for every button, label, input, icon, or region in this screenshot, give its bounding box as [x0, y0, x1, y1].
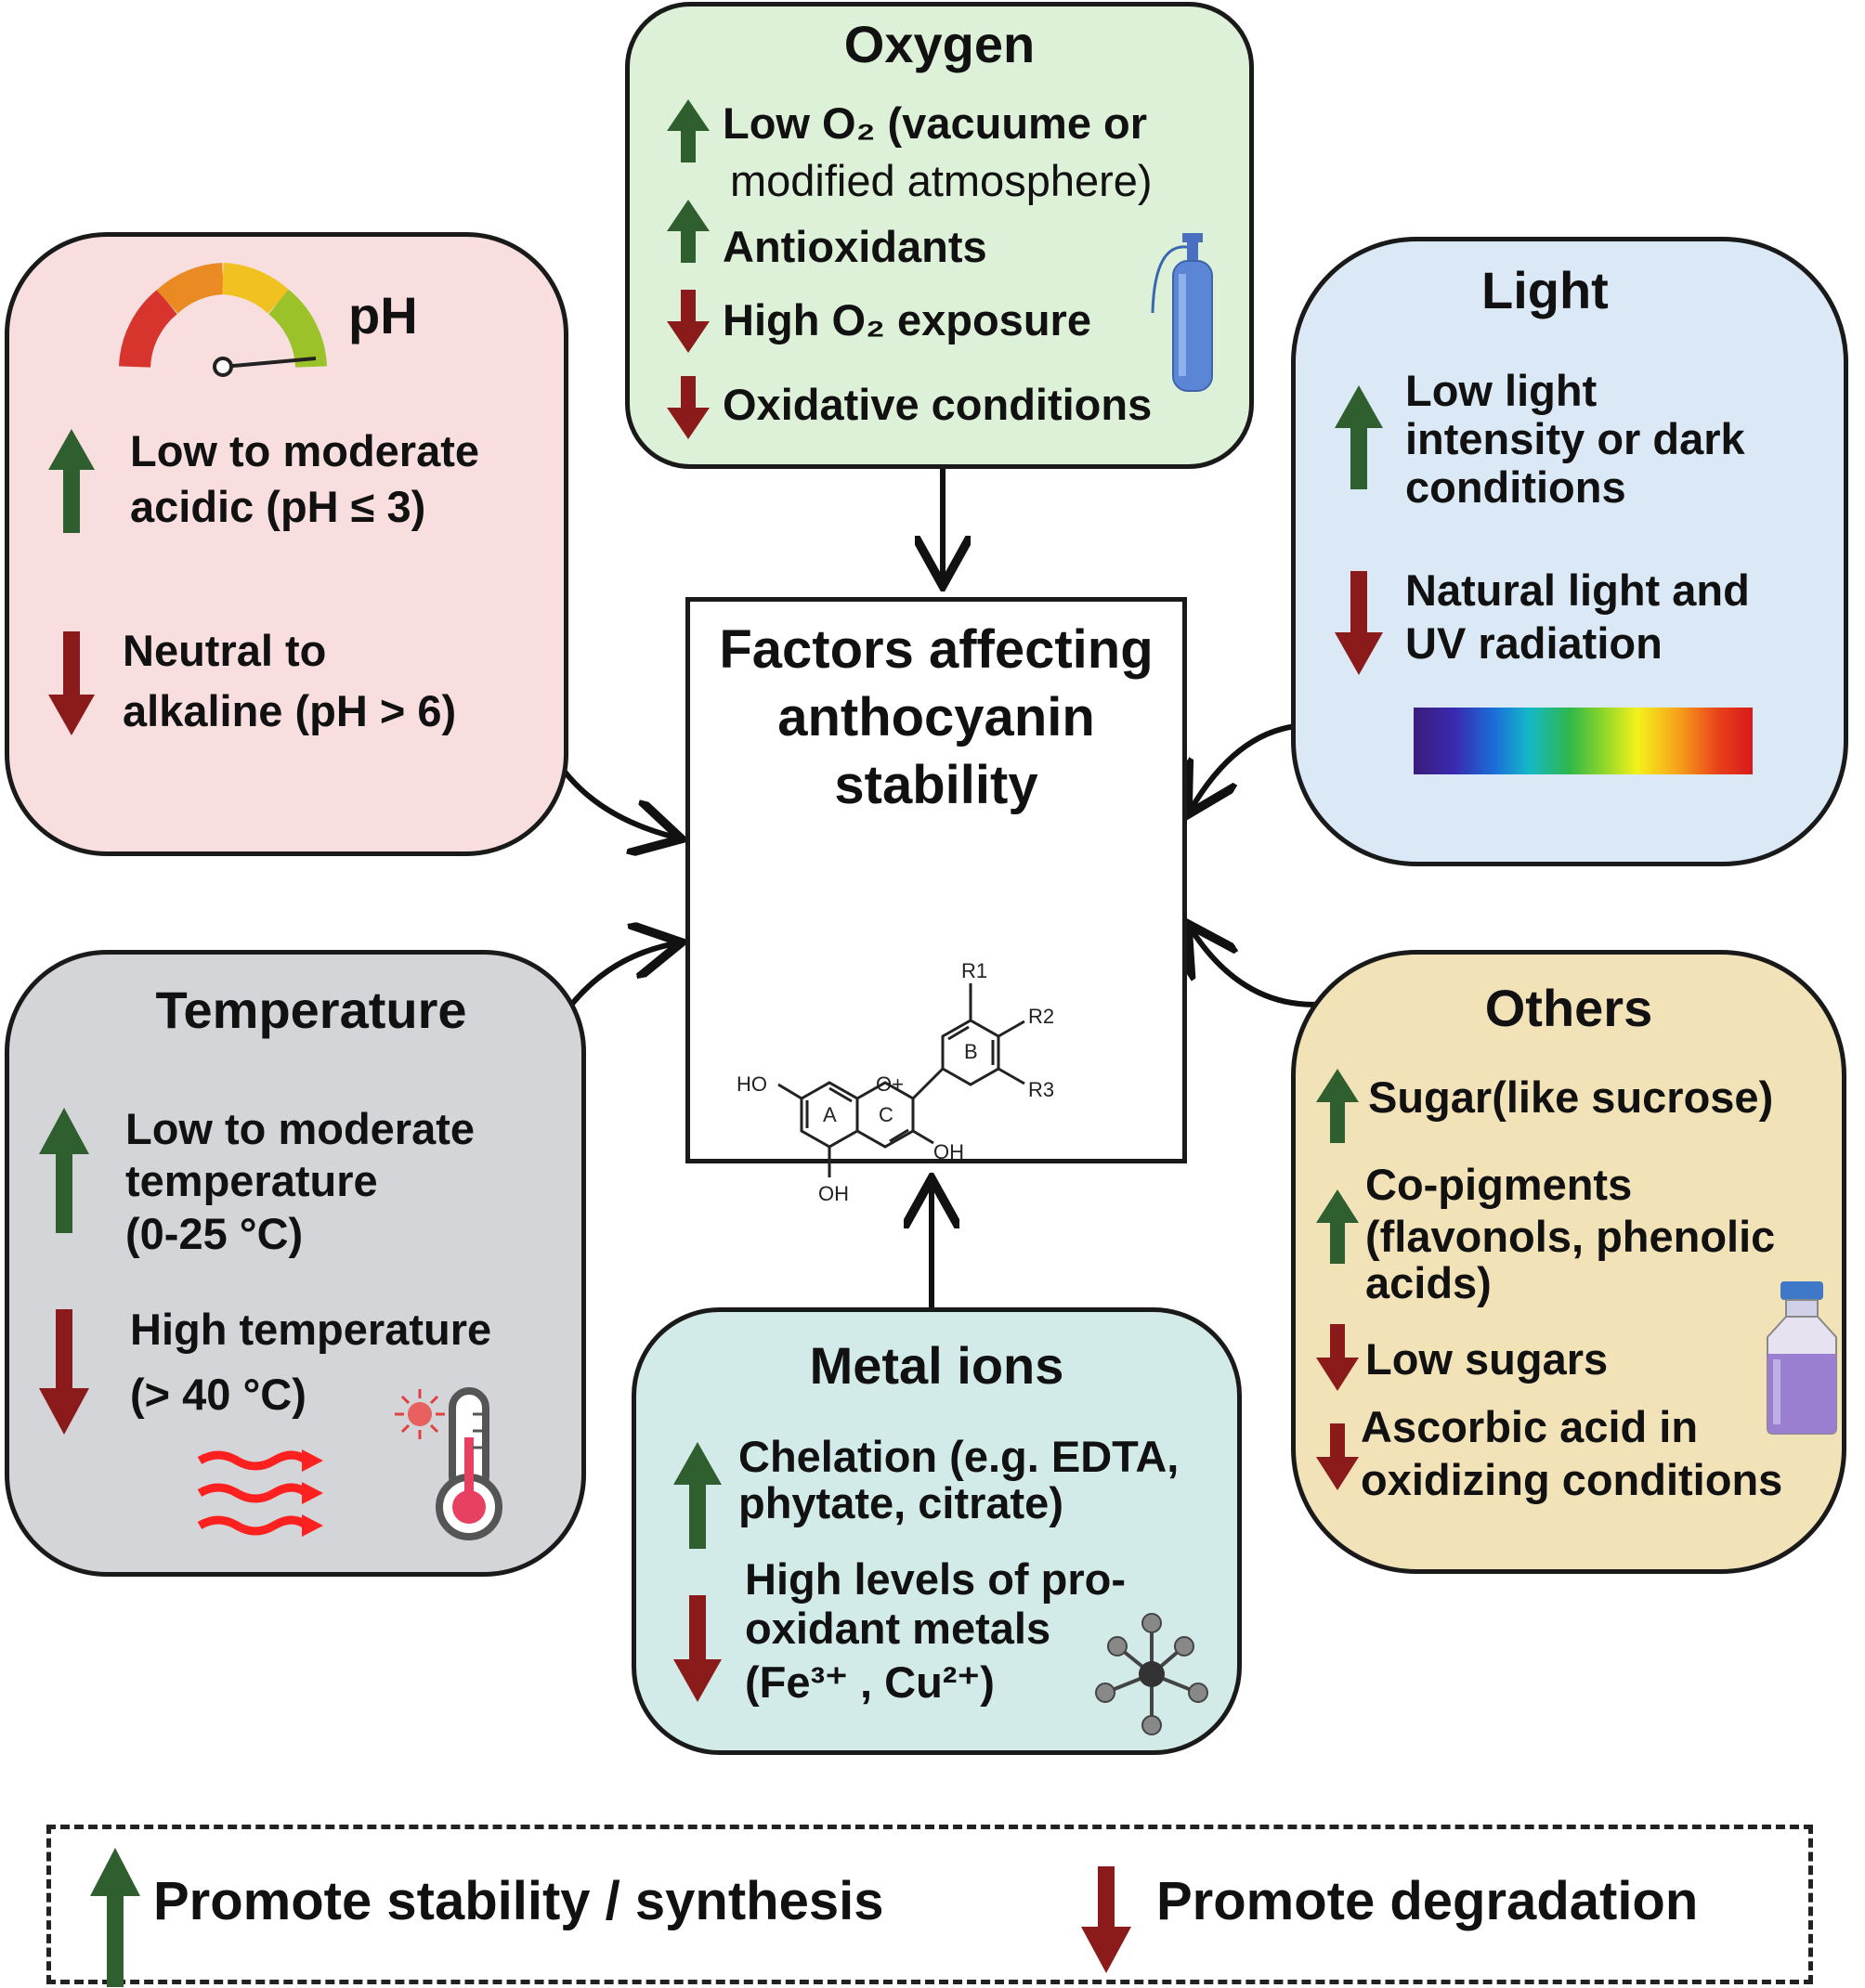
oxygen-box: Oxygen Low O₂ (vacuume or modified atmos…: [625, 2, 1254, 469]
metal-item-2-line-2: oxidant metals: [745, 1604, 1051, 1653]
light-item-2-line-1: Natural light and: [1405, 565, 1750, 615]
down-arrow-icon: [48, 631, 95, 735]
down-arrow-icon: [667, 376, 710, 439]
ph-item-1-line-2: acidic (pH ≤ 3): [130, 482, 426, 531]
center-title-line-1: Factors affecting: [719, 619, 1154, 680]
temperature-item-1-line-2: temperature: [125, 1156, 378, 1205]
center-title-line-2: anthocyanin: [777, 687, 1095, 747]
label-ho: HO: [737, 1072, 767, 1096]
up-arrow-icon: [667, 200, 710, 263]
metal-title: Metal ions: [809, 1336, 1064, 1395]
oxygen-item-3: High O₂ exposure: [723, 295, 1091, 344]
up-arrow-icon: [667, 99, 710, 162]
label-oh-right: OH: [933, 1140, 964, 1163]
bottle-icon: [1767, 1281, 1837, 1435]
others-item-4-line-2: oxidizing conditions: [1361, 1455, 1783, 1504]
others-item-2-line-1: Co-pigments: [1365, 1160, 1633, 1209]
metal-box: Metal ions Chelation (e.g. EDTA, phytate…: [632, 1307, 1242, 1755]
label-r2: R2: [1028, 1005, 1054, 1028]
legend-degrade-label: Promote degradation: [1156, 1871, 1699, 1931]
down-arrow-icon: [667, 290, 710, 353]
up-arrow-icon: [1335, 385, 1383, 489]
up-arrow-icon: [90, 1848, 140, 1987]
others-item-4-line-1: Ascorbic acid in: [1361, 1402, 1699, 1451]
light-box: Light Low light intensity or dark condit…: [1291, 237, 1848, 866]
anthocyanin-structure: R1 R2 R3 B A C HO OH OH O+: [737, 959, 1054, 1205]
ph-item-2-line-1: Neutral to: [123, 626, 327, 675]
label-ring-b: B: [964, 1040, 978, 1063]
oxygen-title: Oxygen: [843, 15, 1036, 73]
ph-title: pH: [348, 286, 418, 344]
legend-box: Promote stability / synthesis Promote de…: [46, 1825, 1813, 1987]
oxygen-item-1: Low O₂ (vacuume or: [723, 98, 1148, 148]
legend-promote-label: Promote stability / synthesis: [153, 1871, 884, 1931]
spectrum-bar-icon: [1414, 708, 1753, 774]
others-box: Others Sugar(like sucrose) Co-pigments (…: [1291, 950, 1846, 1574]
heat-waves-icon: [197, 1449, 323, 1537]
arrow-others-to-center: [1191, 929, 1329, 1007]
temperature-item-1-line-1: Low to moderate: [125, 1104, 476, 1153]
temperature-item-2-line-2: (> 40 °C): [130, 1370, 306, 1419]
metal-item-1-line-1: Chelation (e.g. EDTA,: [738, 1432, 1180, 1481]
metal-complex-icon: [1095, 1613, 1208, 1735]
label-ring-a: A: [823, 1103, 837, 1126]
up-arrow-icon: [39, 1108, 89, 1233]
temperature-box: Temperature Low to moderate temperature …: [5, 950, 586, 1577]
down-arrow-icon: [1081, 1866, 1131, 1973]
up-arrow-icon: [1316, 1069, 1359, 1143]
up-arrow-icon: [1316, 1189, 1359, 1264]
others-item-3: Low sugars: [1365, 1334, 1609, 1384]
light-item-2-line-2: UV radiation: [1405, 618, 1663, 668]
ph-item-2-line-2: alkaline (pH > 6): [123, 686, 457, 735]
center-title-line-3: stability: [834, 755, 1038, 815]
down-arrow-icon: [673, 1595, 722, 1702]
label-r1: R1: [961, 959, 987, 982]
light-item-1-line-3: conditions: [1405, 462, 1626, 512]
others-item-2-line-2: (flavonols, phenolic: [1365, 1212, 1776, 1261]
ph-item-1-line-1: Low to moderate: [130, 426, 480, 475]
label-r3: R3: [1028, 1078, 1054, 1101]
label-ring-c: C: [879, 1103, 893, 1126]
others-item-1: Sugar(like sucrose): [1368, 1072, 1774, 1122]
down-arrow-icon: [1316, 1423, 1359, 1490]
oxygen-item-1b: modified atmosphere): [730, 156, 1153, 205]
temperature-title: Temperature: [155, 981, 467, 1039]
temperature-item-1-line-3: (0-25 °C): [125, 1209, 304, 1258]
down-arrow-icon: [1316, 1324, 1359, 1391]
temperature-item-2-line-1: High temperature: [130, 1305, 492, 1354]
oxygen-item-2: Antioxidants: [723, 222, 987, 271]
others-title: Others: [1484, 979, 1653, 1037]
light-item-1-line-1: Low light: [1405, 366, 1598, 415]
others-item-2-line-3: acids): [1365, 1258, 1492, 1307]
sun-icon: [395, 1389, 445, 1439]
ph-box: pH Low to moderate acidic (pH ≤ 3) Neutr…: [5, 232, 568, 856]
label-oh-bottom: OH: [818, 1182, 849, 1205]
arrow-light-to-center: [1191, 723, 1298, 810]
center-box: Factors affecting anthocyanin stability: [685, 597, 1187, 1205]
down-arrow-icon: [1335, 571, 1383, 675]
arrow-ph-to-center: [554, 760, 676, 838]
up-arrow-icon: [48, 429, 95, 533]
down-arrow-icon: [39, 1309, 89, 1435]
oxygen-cylinder-icon: [1151, 233, 1213, 392]
metal-item-2-line-1: High levels of pro-: [745, 1554, 1126, 1604]
metal-item-1-line-2: phytate, citrate): [738, 1478, 1063, 1527]
label-o-plus: O+: [876, 1072, 904, 1096]
light-item-1-line-2: intensity or dark: [1405, 414, 1745, 463]
thermometer-icon: [436, 1387, 502, 1540]
light-title: Light: [1481, 261, 1609, 319]
oxygen-item-4: Oxidative conditions: [723, 380, 1153, 429]
up-arrow-icon: [673, 1442, 722, 1549]
metal-item-2-line-3: (Fe³⁺ , Cu²⁺): [745, 1657, 995, 1707]
gauge-icon: [119, 263, 327, 377]
